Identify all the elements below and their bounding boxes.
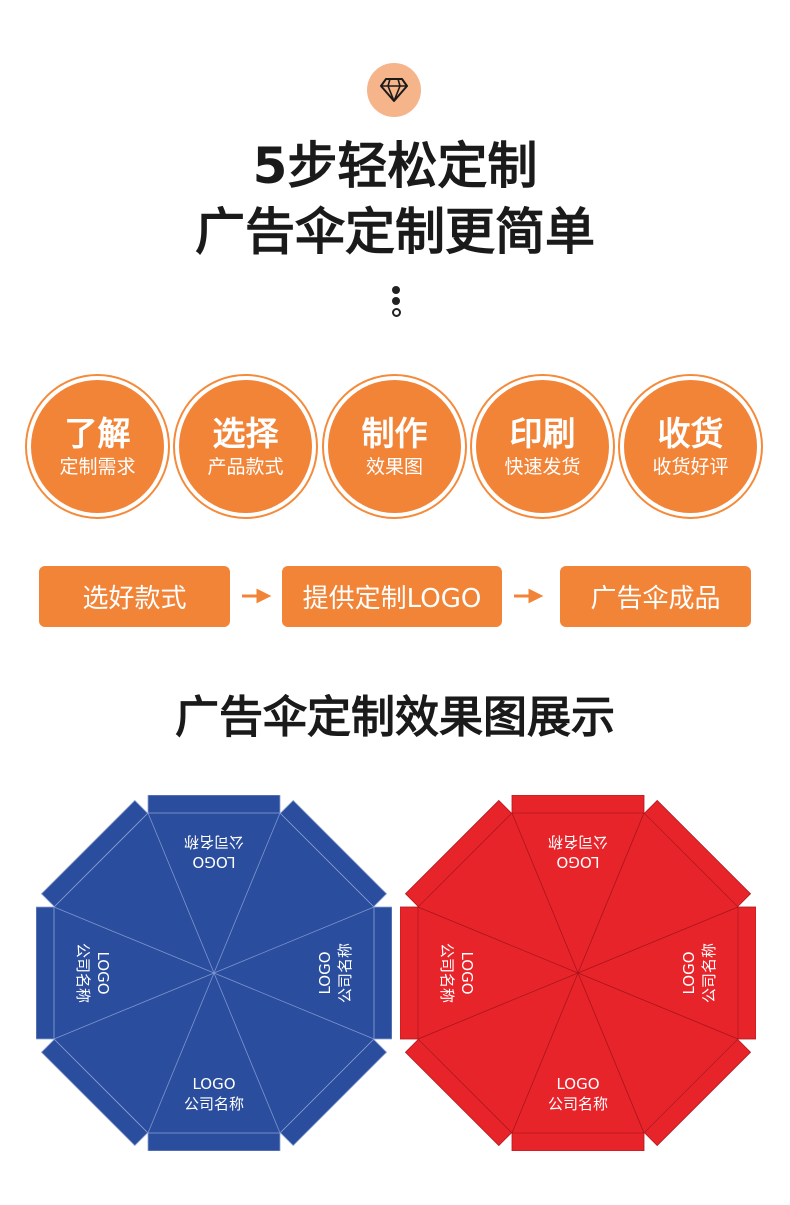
blue-umbrella-illustration: LOGO 公司名称 LOGO 公司名称 LOGO 公司名称 LOGO 公司名称 bbox=[36, 795, 392, 1151]
umbrella-logo-text: LOGO bbox=[94, 951, 112, 994]
step-sub-label: 收货好评 bbox=[652, 455, 729, 478]
vertical-dots-icon bbox=[389, 286, 403, 320]
umbrella-logo-text: LOGO bbox=[192, 1075, 235, 1093]
umbrella-logo-text: LOGO bbox=[458, 951, 476, 994]
page-title-line2: 广告伞定制更简单 bbox=[195, 203, 595, 261]
umbrella-logo-text: LOGO bbox=[192, 853, 235, 871]
flow-box-1: 选好款式 bbox=[39, 566, 230, 627]
step-circle-1: 了解 定制需求 bbox=[25, 374, 170, 519]
umbrella-company-text: 公司名称 bbox=[74, 943, 92, 1003]
umbrella-company-text: 公司名称 bbox=[184, 1095, 244, 1113]
flow-box-3: 广告伞成品 bbox=[560, 566, 751, 627]
umbrella-logo-text: LOGO bbox=[680, 951, 698, 994]
step-main-label: 选择 bbox=[212, 413, 279, 453]
step-sub-label: 效果图 bbox=[365, 455, 423, 478]
umbrella-logo-text: LOGO bbox=[556, 1075, 599, 1093]
red-umbrella-illustration: LOGO 公司名称 LOGO 公司名称 LOGO 公司名称 LOGO 公司名称 bbox=[400, 795, 756, 1151]
umbrella-company-text: 公司名称 bbox=[548, 1095, 608, 1113]
page-title-line1: 5步轻松定制 bbox=[252, 137, 538, 195]
umbrella-company-text: 公司名称 bbox=[336, 943, 354, 1003]
diamond-badge bbox=[367, 63, 421, 117]
step-circle-5: 收货 收货好评 bbox=[618, 374, 763, 519]
step-circle-3: 制作 效果图 bbox=[322, 374, 467, 519]
diamond-icon bbox=[380, 78, 408, 102]
step-circle-2: 选择 产品款式 bbox=[173, 374, 318, 519]
arrow-right-icon bbox=[514, 588, 544, 604]
step-circle-4: 印刷 快速发货 bbox=[470, 374, 615, 519]
step-main-label: 收货 bbox=[657, 413, 724, 453]
arrow-right-icon bbox=[242, 588, 272, 604]
step-main-label: 印刷 bbox=[509, 413, 576, 453]
umbrella-logo-text: LOGO bbox=[556, 853, 599, 871]
section-title: 广告伞定制效果图展示 bbox=[175, 692, 615, 743]
flow-box-2: 提供定制LOGO bbox=[282, 566, 502, 627]
umbrella-company-text: 公司名称 bbox=[438, 943, 456, 1003]
step-main-label: 了解 bbox=[64, 413, 131, 453]
umbrella-company-text: 公司名称 bbox=[548, 833, 608, 851]
umbrella-logo-text: LOGO bbox=[316, 951, 334, 994]
umbrella-company-text: 公司名称 bbox=[184, 833, 244, 851]
step-sub-label: 快速发货 bbox=[504, 455, 581, 478]
step-sub-label: 产品款式 bbox=[207, 455, 284, 478]
umbrella-company-text: 公司名称 bbox=[700, 943, 718, 1003]
step-main-label: 制作 bbox=[361, 413, 428, 453]
step-sub-label: 定制需求 bbox=[59, 455, 136, 478]
